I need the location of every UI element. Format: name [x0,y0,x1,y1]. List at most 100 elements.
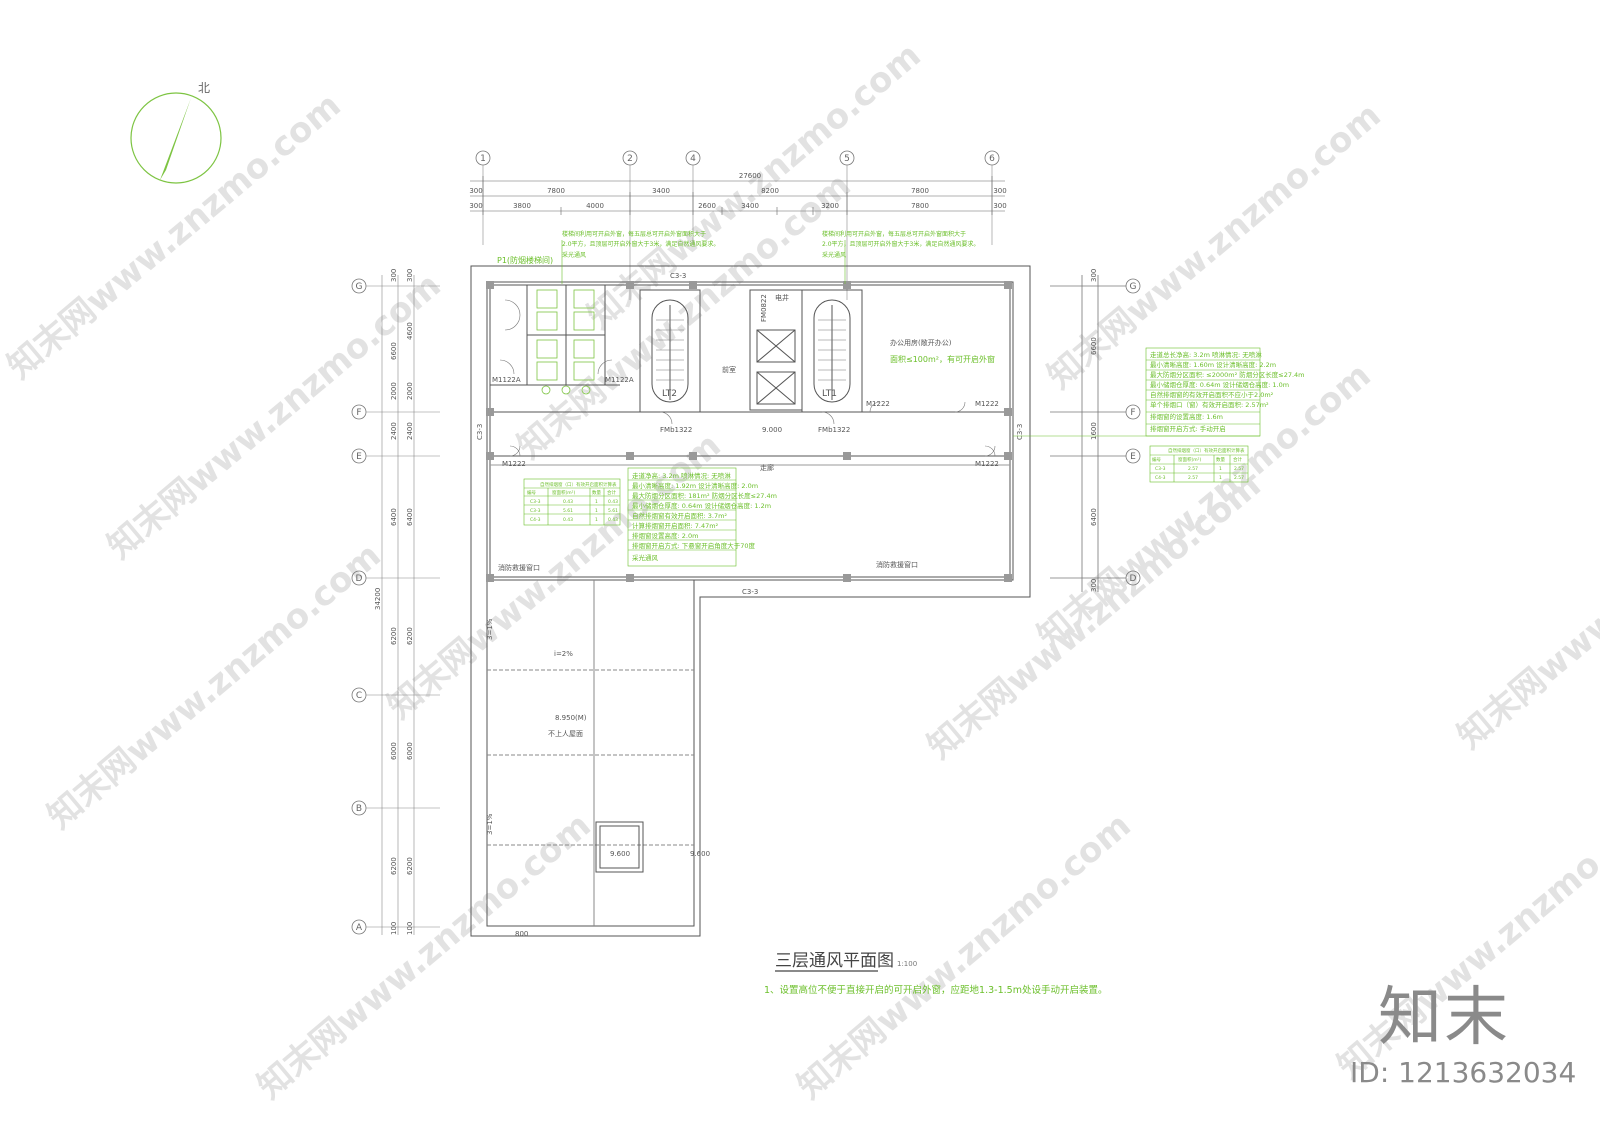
drawing-title-block: 三层通风平面图 1:100 1、设置高位不便于直接开启的可开启外窗，应距地1.3… [764,951,1107,996]
table-center-r1c2: 0.43 [563,499,573,505]
roof-side-label-1: 3=1% [486,618,494,640]
dim-left-total: 34200 [374,588,382,610]
dim-left-inner-2: 4600 [406,322,414,340]
door-fm0822-label: FM0822 [760,294,768,322]
table-right-r2c2: 2.57 [1188,475,1198,481]
dim-top2-7: 7800 [911,202,929,210]
structural-columns [486,281,1012,582]
table-center-r1c3: 1 [595,499,598,505]
table-right-h3: 数量 [1216,456,1225,463]
watermark: 知末网www.znzmo.com [0,85,349,387]
table-right-r2c3: 1 [1219,475,1222,481]
door-swings [499,299,996,457]
dim-top-2: 7800 [547,187,565,195]
spot-level-a: 9.600 [610,850,630,858]
dim-left-6: 6200 [390,627,398,645]
roof-level-label: 8.950(M) [555,714,587,722]
axis-label-e-right: E [1130,452,1136,462]
watermark: 知末网www.znzmo.com [580,35,929,337]
watermark: 知末网www.znzmo.com [510,165,859,467]
dim-left-7: 6000 [390,742,398,760]
dim-left-inner-3: 2000 [406,382,414,400]
dim-left-inner-1: 300 [406,269,414,282]
stair-note-left-2: 2.0平方，且顶层可开启外窗大于3米，满足自然通风要求。 [562,240,719,248]
dim-top2-3: 4000 [586,202,604,210]
column-axis-labels: 1 2 4 5 6 [480,154,995,164]
dim-left-inner-5: 6400 [406,508,414,526]
dim-left-3: 2000 [390,382,398,400]
watermark: 知末网www.znzmo.com [250,805,599,1107]
axis-label-1: 1 [480,154,486,164]
stair-treads [656,319,846,381]
right-note-7: 排烟窗的设置高度: 1.6m [1150,412,1223,421]
table-right-r1c4: 2.57 [1234,466,1244,472]
table-right-r1c3: 1 [1219,466,1222,472]
dim-left-4: 2400 [390,422,398,440]
axis-label-g-right: G [1130,282,1137,292]
table-center-r2c1: C3-3 [530,508,541,514]
dim-left-9: 100 [390,922,398,935]
watermark: 知末网www.znzmo.com [1450,455,1600,757]
center-note-8: 排烟窗开启方式: 下悬窗开启角度大于70度 [632,541,756,550]
table-center-r3c1: C4-3 [530,517,541,523]
dim-left-2: 6600 [390,342,398,360]
table-center: 自然排烟窗（口）有效开启面积计算表 编号 窗面积(m²) 数量 合计 C3-3 … [527,481,618,523]
dim-top-3: 3400 [652,187,670,195]
smoke-vent-1: 消防救援窗口 [498,563,540,572]
drawing-title: 三层通风平面图 [775,951,894,971]
north-compass: 北 [130,81,222,184]
dim-top2-8: 300 [993,202,1006,210]
corridor-label: 走廊 [760,463,774,472]
room-labels: LT2 LT1 前室 电井 FM0822 M1122A M1122A FMb13… [476,272,1024,938]
axis-label-c: C [356,691,362,701]
center-note-2: 最小清晰高度: 1.92m 设计清晰高度: 2.0m [632,481,758,490]
table-right: 自然排烟窗（口）有效开启面积计算表 编号 窗面积(m²) 数量 合计 C3-3 … [1152,447,1245,481]
right-row-axis [1050,275,1141,592]
left-dimension-text: 34200 300 6600 2000 2400 6400 6200 6000 … [374,269,414,935]
table-right-r2c4: 2.57 [1234,475,1244,481]
dim-left-5: 6400 [390,508,398,526]
axis-label-d-right: D [1130,574,1137,584]
dim-right-4: 6400 [1090,508,1098,526]
axis-label-f: F [356,408,361,418]
center-note-3: 最大防烟分区面积: 181m² 防烟分区长度≤27.4m [632,491,777,500]
row-axis-lines [366,275,440,935]
building-walls [470,265,1031,937]
roof-note-label: 不上人屋面 [548,729,583,738]
table-center-r3c3: 1 [595,517,598,523]
dim-top2-4: 2600 [698,202,716,210]
dim-800-label: 800 [515,930,528,938]
dim-top2-2: 3800 [513,202,531,210]
right-note-8: 排烟窗开启方式: 手动开启 [1150,424,1226,433]
area-note: 面积≤100m²，有可开启外窗 [890,354,995,364]
table-right-h1: 编号 [1152,456,1161,463]
slope-label: i=2% [554,650,573,658]
table-center-h3: 数量 [592,489,601,496]
axis-label-5: 5 [844,154,850,164]
center-note-9: 采光通风 [632,553,659,562]
door-m1222-3: M1222 [866,400,890,408]
column-axis-bubbles [475,150,1000,166]
right-dimension-text: 300 6600 1600 6400 300 [1090,269,1098,592]
p1-label: P1(防烟楼梯间) [497,255,553,265]
right-row-axis-labels: G F E D [1130,282,1137,584]
dim-left-1: 300 [390,269,398,282]
axis-label-2: 2 [627,154,633,164]
dim-top2-1: 300 [469,202,482,210]
table-center-r3c4: 0.43 [608,517,618,523]
stair-note-right-3: 采光通风 [822,251,846,259]
center-note-7: 排烟窗设置高度: 2.0m [632,531,698,540]
dim-left-inner-4: 2400 [406,422,414,440]
axis-label-4: 4 [690,154,696,164]
door-m1222-1: M1222 [502,460,526,468]
elevation-label: 9.000 [762,426,782,434]
roof-side-label-2: 3=1% [486,813,494,835]
dim-right-2: 6600 [1090,337,1098,355]
table-center-r2c3: 1 [595,508,598,514]
dim-top-5: 7800 [911,187,929,195]
dim-top2-5: 3400 [741,202,759,210]
shaft-label: 电井 [775,293,789,302]
top-dimension-lines [470,176,1005,215]
axis-label-e: E [356,452,362,462]
dim-top2-6: 3200 [821,202,839,210]
